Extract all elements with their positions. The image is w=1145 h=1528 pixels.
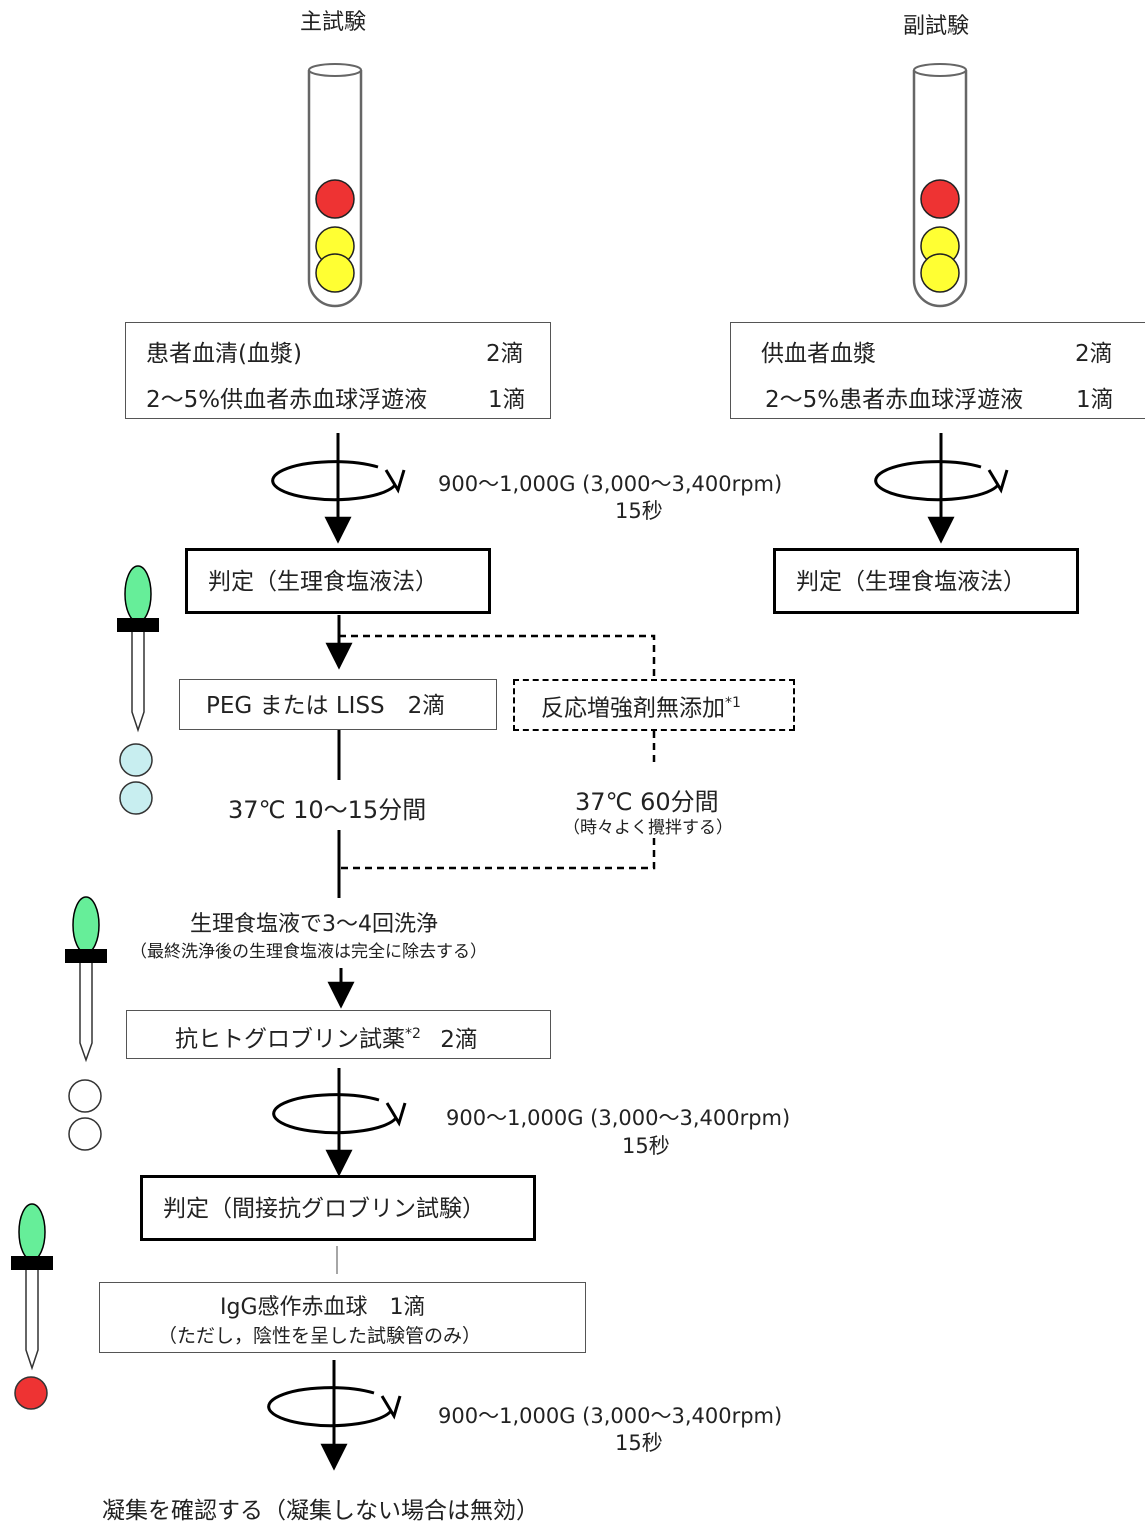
footnote-2: *2 [405, 1026, 421, 1042]
plasma-drop [920, 253, 960, 293]
centrifuge-time-label: 15秒 [615, 1431, 663, 1455]
centrifuge-speed-label: 900～1,000G (3,000～3,400rpm) [446, 1106, 791, 1130]
main-test-heading: 主試験 [300, 10, 367, 35]
centrifuge-icon [874, 433, 1009, 544]
judge-saline-label: 判定（生理食塩液法） [208, 569, 438, 595]
minor-mix-box: 供血者血漿 2滴 2～5%患者赤血球浮遊液 1滴 [730, 322, 1145, 419]
ahg-reagent-box: 抗ヒトグロブリン試薬*2 2滴 [126, 1010, 551, 1059]
judge-saline-box: 判定（生理食塩液法） [773, 548, 1079, 614]
igg-cells-box: IgG感作赤血球 1滴 （ただし，陰性を呈した試験管のみ） [99, 1282, 586, 1353]
judge-iat-label: 判定（間接抗グロブリン試験） [163, 1196, 485, 1222]
minor-mix-line2-label: 2～5%患者赤血球浮遊液 [765, 387, 1024, 413]
centrifuge-time-label: 15秒 [622, 1134, 670, 1158]
incubate-plain-line1: 37℃ 60分間 [575, 788, 719, 816]
main-mix-line2-amount: 1滴 [488, 387, 526, 413]
main-mix-line1-amount: 2滴 [486, 341, 524, 367]
minor-mix-line1-label: 供血者血漿 [761, 341, 876, 367]
centrifuge-time-label: 15秒 [615, 499, 663, 523]
ahg-drop [68, 1117, 102, 1151]
centrifuge-icon [272, 1068, 407, 1177]
minor-test-heading: 副試験 [903, 14, 970, 39]
judge-saline-box: 判定（生理食塩液法） [185, 548, 491, 614]
igg-cells-line1: IgG感作赤血球 1滴 [220, 1295, 426, 1320]
centrifuge-icon [271, 433, 406, 544]
centrifuge-speed-label: 900～1,000G (3,000～3,400rpm) [438, 1404, 783, 1428]
main-test-tube [307, 63, 363, 308]
peg-liss-box: PEG または LISS 2滴 [179, 679, 497, 730]
incubate-peg-label: 37℃ 10～15分間 [228, 796, 427, 824]
red-cell-drop [315, 179, 355, 219]
igg-cells-line2: （ただし，陰性を呈した試験管のみ） [158, 1325, 482, 1347]
dropper-icon [11, 1203, 53, 1410]
serum-drop [315, 253, 355, 293]
wash-line2: （最終洗浄後の生理食塩液は完全に除去する） [130, 942, 487, 962]
minor-mix-line1-amount: 2滴 [1075, 341, 1113, 367]
wash-line1: 生理食塩液で3～4回洗浄 [190, 912, 438, 937]
peg-liss-label: PEG または LISS 2滴 [206, 693, 446, 719]
incubate-plain-line2: （時々よく攪拌する） [563, 818, 733, 838]
ahg-reagent-label: 抗ヒトグロブリン試薬*2 2滴 [175, 1026, 478, 1053]
centrifuge-icon [267, 1360, 402, 1471]
centrifuge-speed-label: 900～1,000G (3,000～3,400rpm) [438, 472, 783, 496]
judge-saline-label: 判定（生理食塩液法） [796, 569, 1026, 595]
judge-iat-box: 判定（間接抗グロブリン試験） [140, 1175, 536, 1241]
reagent-drop [119, 743, 153, 777]
minor-mix-line2-amount: 1滴 [1076, 387, 1114, 413]
igg-cell-drop [14, 1376, 48, 1410]
footnote-1: *1 [725, 695, 741, 711]
dropper-icon [65, 896, 107, 1151]
no-enhancer-label: 反応増強剤無添加*1 [541, 695, 741, 722]
red-cell-drop [920, 179, 960, 219]
reagent-drop [119, 781, 153, 815]
no-enhancer-box: 反応増強剤無添加*1 [513, 679, 795, 731]
dropper-icon [117, 565, 159, 815]
main-mix-line1-label: 患者血清(血漿) [146, 341, 302, 367]
final-step-label: 凝集を確認する（凝集しない場合は無効） [102, 1498, 539, 1524]
main-mix-line2-label: 2～5%供血者赤血球浮遊液 [146, 387, 428, 413]
minor-test-tube [912, 63, 968, 308]
main-mix-box: 患者血清(血漿) 2滴 2～5%供血者赤血球浮遊液 1滴 [125, 322, 551, 419]
ahg-drop [68, 1079, 102, 1113]
